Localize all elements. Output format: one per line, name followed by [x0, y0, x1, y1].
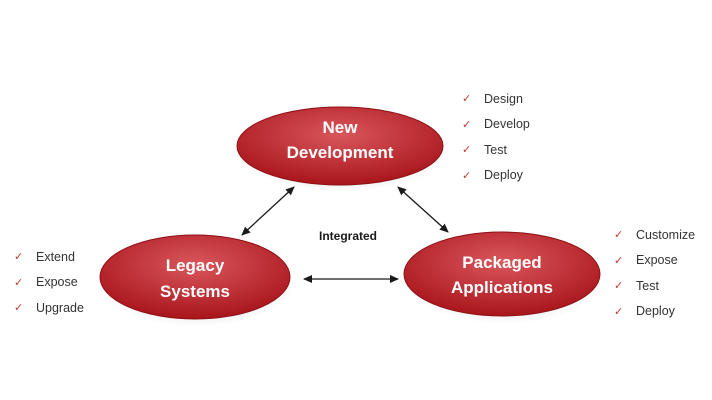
checklist-item-label: Deploy: [636, 304, 675, 319]
checklist-item-label: Develop: [484, 117, 530, 132]
checklist-item: ✓ Develop: [462, 112, 530, 138]
checklist-item: ✓ Design: [462, 86, 530, 112]
checklist-item-label: Test: [484, 142, 507, 157]
center-label-integrated: Integrated: [319, 229, 377, 243]
new-development-checklist: ✓ Design ✓ Develop ✓ Test ✓ Deploy: [462, 86, 530, 188]
arrow-new-to-packaged: [397, 186, 449, 233]
checklist-item: ✓ Expose: [614, 248, 695, 274]
checklist-item-label: Test: [636, 278, 659, 293]
check-mark-icon: ✓: [462, 93, 472, 106]
check-mark-icon: ✓: [14, 276, 24, 289]
node-new-development: New Development: [236, 106, 447, 192]
check-mark-icon: ✓: [614, 254, 624, 267]
checklist-item: ✓ Deploy: [462, 163, 530, 189]
checklist-item: ✓ Test: [614, 273, 695, 299]
checklist-item: ✓ Expose: [14, 270, 84, 296]
checklist-item-label: Extend: [36, 249, 75, 264]
packaged-applications-checklist: ✓ Customize ✓ Expose ✓ Test ✓ Deploy: [614, 222, 695, 324]
check-mark-icon: ✓: [462, 144, 472, 157]
node-packaged-applications-title-line2: Applications: [451, 278, 553, 297]
check-mark-icon: ✓: [14, 302, 24, 315]
check-mark-icon: ✓: [462, 118, 472, 131]
checklist-item-label: Design: [484, 91, 523, 106]
checklist-item: ✓ Deploy: [614, 299, 695, 325]
checklist-item: ✓ Test: [462, 137, 530, 163]
check-mark-icon: ✓: [614, 305, 624, 318]
node-packaged-applications: Packaged Applications: [403, 231, 604, 324]
check-mark-icon: ✓: [462, 169, 472, 182]
arrow-new-to-legacy: [241, 186, 295, 236]
checklist-item-label: Deploy: [484, 168, 523, 183]
legacy-systems-checklist: ✓ Extend ✓ Expose ✓ Upgrade: [14, 244, 84, 321]
node-legacy-systems-title-line1: Legacy: [166, 256, 225, 275]
checklist-item-label: Customize: [636, 227, 696, 242]
checklist-item: ✓ Upgrade: [14, 295, 84, 321]
node-packaged-applications-title-line1: Packaged: [462, 253, 541, 272]
node-legacy-systems-title-line2: Systems: [160, 282, 230, 301]
check-mark-icon: ✓: [614, 229, 624, 242]
node-new-development-title-line1: New: [323, 118, 359, 137]
checklist-item-label: Expose: [36, 275, 78, 290]
node-new-development-title-line2: Development: [287, 143, 394, 162]
check-mark-icon: ✓: [614, 280, 624, 293]
checklist-item: ✓ Customize: [614, 222, 695, 248]
checklist-item-label: Upgrade: [36, 300, 84, 315]
checklist-item-label: Expose: [636, 253, 678, 268]
check-mark-icon: ✓: [14, 251, 24, 264]
checklist-item: ✓ Extend: [14, 244, 84, 270]
node-legacy-systems: Legacy Systems: [99, 234, 294, 327]
